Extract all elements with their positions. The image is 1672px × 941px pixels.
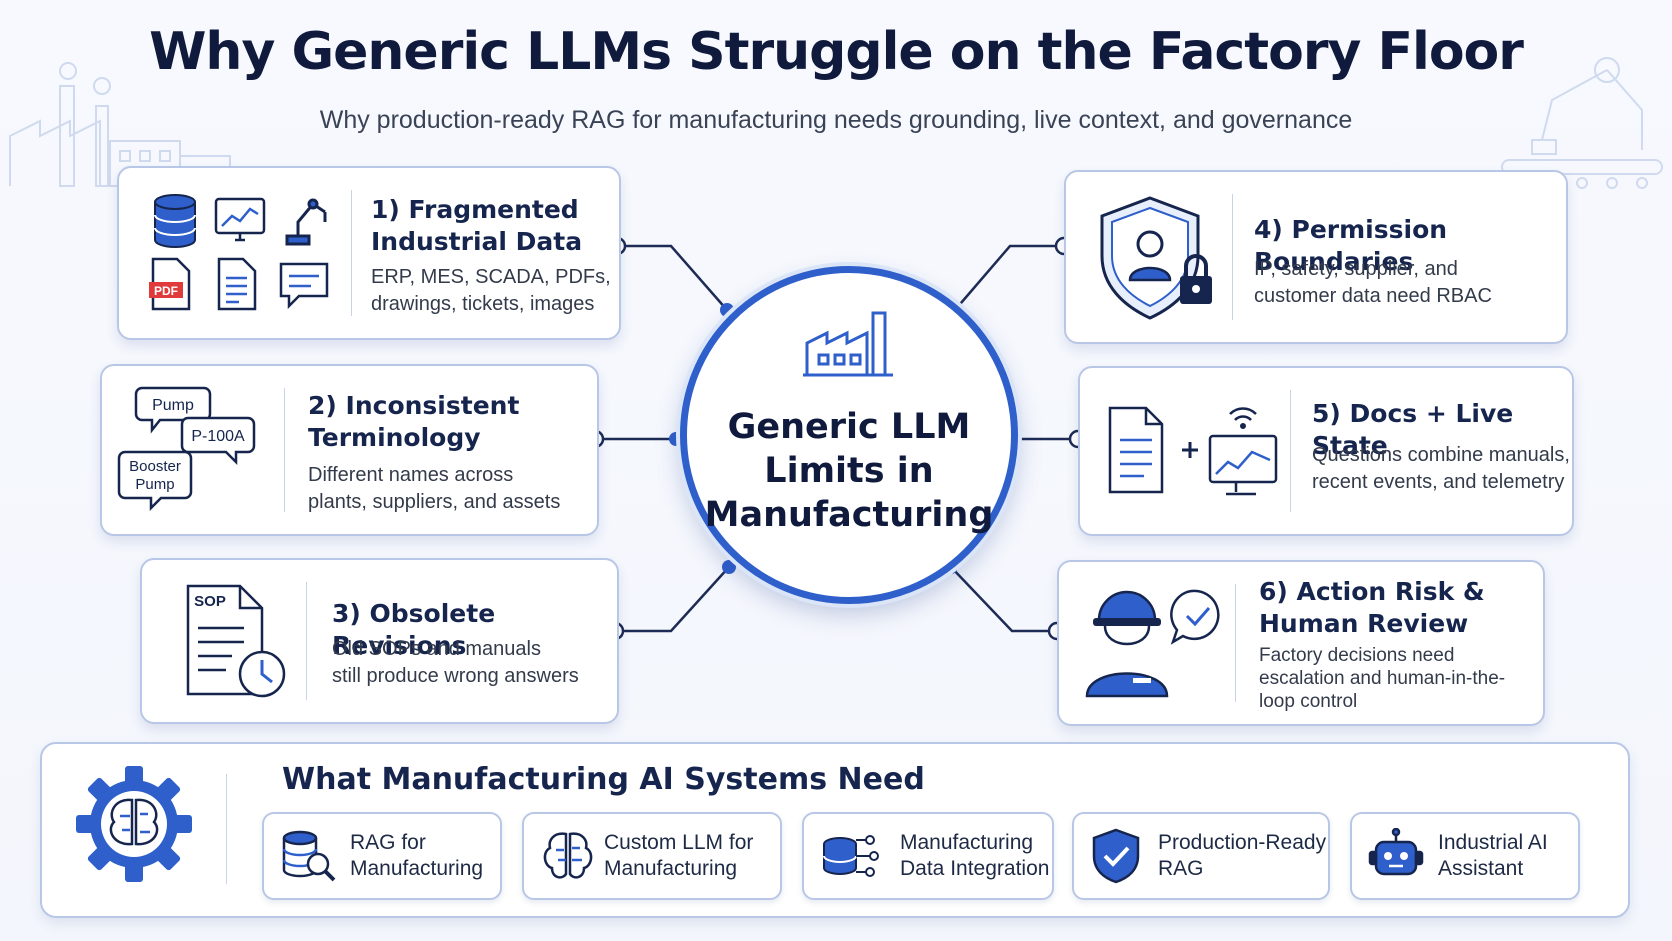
card-body-line-2: escalation and human-in-the- bbox=[1259, 668, 1506, 689]
need-label: Custom LLM for Manufacturing bbox=[604, 830, 753, 882]
card-description: IP, safety, supplier, and customer data … bbox=[1254, 256, 1492, 310]
card-body-line-2: recent events, and telemetry bbox=[1312, 471, 1565, 493]
card-description: Old SOPs and manuals still produce wrong… bbox=[332, 636, 579, 690]
need-label-line-2: Manufacturing bbox=[350, 857, 484, 880]
need-industrial-ai-assistant[interactable]: Industrial AI Assistant bbox=[1350, 812, 1580, 900]
need-label-line-2: Data Integration bbox=[900, 857, 1050, 880]
sop-clock-icon: SOP bbox=[186, 584, 286, 698]
card-body-line-3: loop control bbox=[1259, 691, 1358, 712]
need-label-line-1: Manufacturing bbox=[900, 831, 1034, 854]
card-description: Factory decisions need escalation and hu… bbox=[1259, 644, 1505, 713]
card-title-line-2: Human Review bbox=[1259, 609, 1469, 638]
center-title-line-2: Limits in bbox=[764, 451, 934, 491]
pdf-icon: PDF bbox=[149, 257, 191, 311]
pdf-badge-label: PDF bbox=[154, 284, 178, 298]
card-permission-boundaries: 4) Permission Boundaries IP, safety, sup… bbox=[1064, 170, 1568, 344]
ai-gear-icon bbox=[76, 766, 192, 882]
speech-bubbles-icon: Pump P-100A Booster Pump bbox=[117, 386, 256, 512]
card-body-line-2: customer data need RBAC bbox=[1254, 285, 1492, 307]
term-booster: Booster bbox=[129, 458, 181, 475]
needs-divider bbox=[226, 774, 227, 884]
page-subtitle: Why production-ready RAG for manufacturi… bbox=[319, 106, 1353, 134]
brain-icon bbox=[543, 832, 593, 879]
robot-arm-icon bbox=[285, 198, 327, 246]
shield-check-icon bbox=[1092, 828, 1140, 884]
term-pump: Pump bbox=[152, 397, 194, 414]
need-label-line-1: RAG for bbox=[350, 831, 426, 854]
card-title: 3) Obsolete Revisions bbox=[332, 599, 496, 660]
need-rag-for-manufacturing[interactable]: RAG for Manufacturing bbox=[262, 812, 502, 900]
card-action-risk: 6) Action Risk & Human Review Factory de… bbox=[1057, 560, 1545, 726]
document-plus-monitor-icon bbox=[1108, 406, 1278, 496]
center-title-line-3: Manufacturing bbox=[704, 495, 994, 535]
need-label-line-1: Production-Ready bbox=[1158, 831, 1327, 854]
need-label-line-2: Manufacturing bbox=[604, 857, 738, 880]
card-body-line-1: ERP, MES, SCADA, PDFs, bbox=[371, 266, 611, 288]
card-title: 1) Fragmented Industrial Data bbox=[371, 194, 582, 258]
shield-lock-icon bbox=[1100, 196, 1212, 320]
card-inconsistent-terminology: Pump P-100A Booster Pump 2) Inconsistent… bbox=[100, 364, 599, 536]
need-label-line-2: RAG bbox=[1158, 857, 1204, 880]
sop-badge-label: SOP bbox=[194, 593, 226, 610]
card-description: Questions combine manuals, recent events… bbox=[1312, 442, 1570, 496]
term-booster-pump: Pump bbox=[135, 476, 174, 493]
document-icon bbox=[217, 257, 257, 311]
card-title: 4) Permission Boundaries bbox=[1254, 215, 1448, 276]
need-production-ready-rag[interactable]: Production-Ready RAG bbox=[1072, 812, 1330, 900]
card-title-line-1: 6) Action Risk & bbox=[1259, 577, 1485, 606]
need-label: Manufacturing Data Integration bbox=[900, 830, 1049, 882]
term-p100a: P-100A bbox=[191, 428, 245, 445]
card-title-line-1: 2) Inconsistent bbox=[308, 391, 520, 420]
card-body-line-1: IP, safety, supplier, and bbox=[1254, 258, 1458, 280]
need-data-integration[interactable]: Manufacturing Data Integration bbox=[802, 812, 1054, 900]
card-description: Different names across plants, suppliers… bbox=[308, 462, 560, 516]
need-label-line-2: Assistant bbox=[1438, 857, 1524, 880]
card-body-line-1: Old SOPs and manuals bbox=[332, 638, 541, 660]
center-hub: Generic LLM Limits in Manufacturing bbox=[680, 266, 1018, 604]
card-body-line-2: plants, suppliers, and assets bbox=[308, 491, 561, 513]
card-title: 6) Action Risk & Human Review bbox=[1259, 576, 1485, 640]
card-fragmented-data: PDF 1) Fragmented Industrial Data ERP, M… bbox=[117, 166, 621, 340]
card-body-line-2: drawings, tickets, images bbox=[371, 293, 595, 315]
need-label: RAG for Manufacturing bbox=[350, 830, 483, 882]
card-title: 5) Docs + Live State bbox=[1312, 399, 1514, 460]
center-title-line-1: Generic LLM bbox=[727, 407, 971, 447]
need-custom-llm[interactable]: Custom LLM for Manufacturing bbox=[522, 812, 782, 900]
page-title: Why Generic LLMs Struggle on the Factory… bbox=[149, 22, 1524, 82]
need-label: Industrial AI Assistant bbox=[1438, 830, 1548, 882]
card-body-line-1: Questions combine manuals, bbox=[1312, 444, 1570, 466]
card-title-line-1: 1) Fragmented bbox=[371, 195, 579, 224]
card-title-line-2: Terminology bbox=[308, 423, 481, 452]
card-body-line-1: Factory decisions need bbox=[1259, 645, 1455, 666]
robot-arm-decoration bbox=[1501, 57, 1663, 189]
database-search-icon bbox=[282, 830, 336, 882]
card-obsolete-revisions: SOP 3) Obsolete Revisions Old SOPs and m… bbox=[140, 558, 619, 724]
center-title: Generic LLM Limits in Manufacturing bbox=[687, 405, 1011, 537]
card-description: ERP, MES, SCADA, PDFs, drawings, tickets… bbox=[371, 264, 611, 318]
need-label: Production-Ready RAG bbox=[1158, 830, 1326, 882]
needs-title: What Manufacturing AI Systems Need bbox=[282, 762, 925, 797]
ticket-message-icon bbox=[279, 262, 329, 310]
card-body-line-2: still produce wrong answers bbox=[332, 665, 579, 687]
robot-icon bbox=[1368, 828, 1424, 876]
database-icon bbox=[154, 194, 196, 248]
chart-monitor-icon bbox=[214, 197, 266, 242]
factory-icon bbox=[803, 311, 893, 377]
data-integration-icon bbox=[823, 835, 879, 877]
need-label-line-1: Industrial AI bbox=[1438, 831, 1548, 854]
card-title: 2) Inconsistent Terminology bbox=[308, 390, 519, 454]
worker-check-icon bbox=[1085, 589, 1220, 698]
need-label-line-1: Custom LLM for bbox=[604, 831, 754, 854]
card-title-line-2: Industrial Data bbox=[371, 227, 583, 256]
card-docs-live-state: 5) Docs + Live State Questions combine m… bbox=[1078, 366, 1574, 536]
card-body-line-1: Different names across bbox=[308, 464, 514, 486]
